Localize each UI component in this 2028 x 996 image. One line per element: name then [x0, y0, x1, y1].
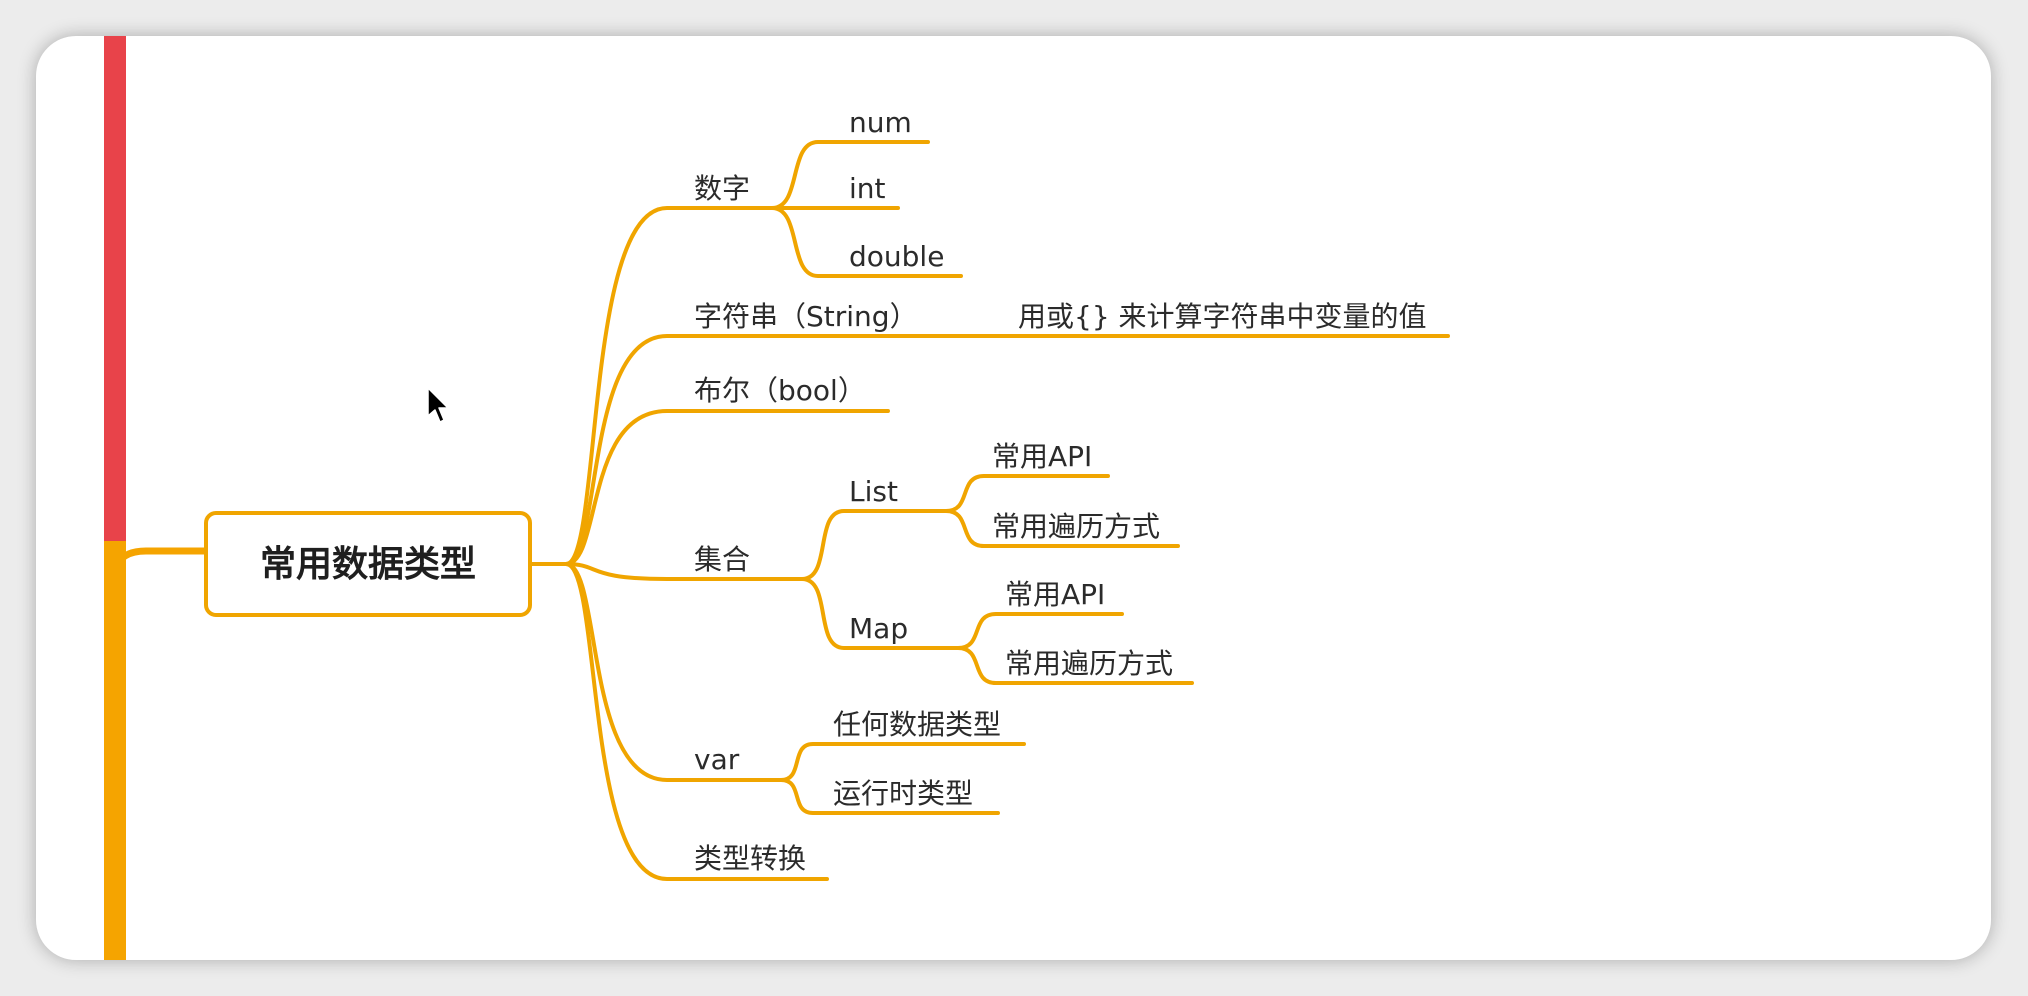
branch-var	[564, 562, 783, 782]
node-var-runtime[interactable]: 运行时类型	[833, 777, 973, 810]
root-node-label: 常用数据类型	[260, 544, 476, 585]
node-number[interactable]: 数字	[694, 172, 750, 205]
branch-list-api	[944, 474, 1110, 513]
branch-map-iter	[956, 646, 1194, 685]
branch-map-api	[956, 612, 1124, 650]
mindmap-canvas: 常用数据类型 数字 num int double 字符串（String） 用或{…	[104, 36, 1450, 960]
left-bar-orange	[104, 541, 126, 960]
left-bar-red	[104, 36, 126, 546]
branch-double	[770, 206, 963, 278]
node-list[interactable]: List	[849, 475, 898, 508]
branch-conversion	[564, 562, 829, 881]
node-double[interactable]: double	[849, 240, 944, 273]
branch-var-any	[779, 742, 1026, 782]
node-collection[interactable]: 集合	[694, 543, 750, 576]
node-map-api[interactable]: 常用API	[1005, 578, 1105, 611]
node-var[interactable]: var	[694, 743, 740, 776]
node-string-note[interactable]: 用或{} 来计算字符串中变量的值	[1018, 300, 1427, 333]
branch-list	[800, 509, 948, 581]
branch-map	[800, 577, 960, 650]
node-map-iter[interactable]: 常用遍历方式	[1005, 647, 1173, 680]
node-num[interactable]: num	[849, 106, 912, 139]
node-list-api[interactable]: 常用API	[992, 440, 1092, 473]
node-conversion[interactable]: 类型转换	[694, 842, 806, 875]
node-bool[interactable]: 布尔（bool）	[694, 374, 866, 407]
branch-collection	[564, 562, 804, 581]
left-bar-connector	[111, 547, 210, 580]
branch-number	[564, 206, 774, 566]
branch-list-iter	[944, 509, 1180, 548]
mindmap-window: 常用数据类型 数字 num int double 字符串（String） 用或{…	[36, 36, 1991, 960]
branch-bool	[564, 409, 890, 566]
node-var-any[interactable]: 任何数据类型	[833, 708, 1001, 741]
branch-string	[564, 334, 1450, 566]
node-list-iter[interactable]: 常用遍历方式	[992, 510, 1160, 543]
node-string[interactable]: 字符串（String）	[694, 300, 918, 333]
mouse-pointer-icon	[427, 387, 449, 423]
node-map[interactable]: Map	[849, 612, 908, 645]
branch-num	[770, 140, 930, 210]
node-int[interactable]: int	[849, 172, 886, 205]
branch-var-runtime	[779, 778, 1000, 815]
